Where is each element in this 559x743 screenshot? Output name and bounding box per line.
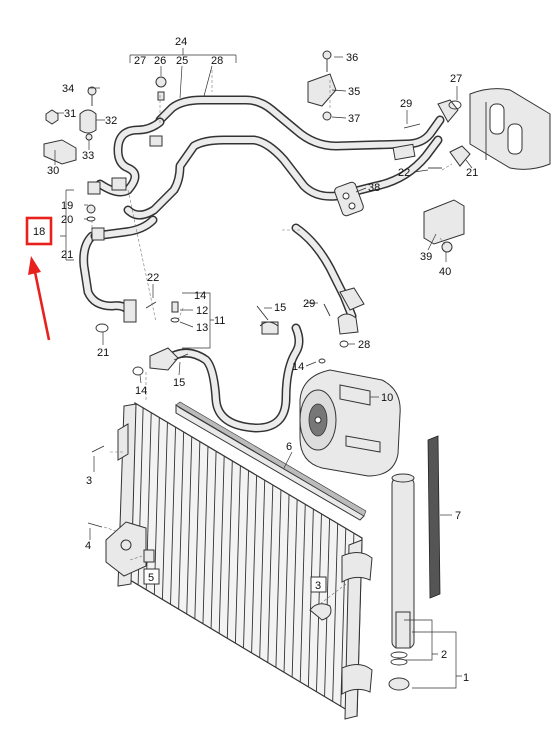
callout-15: 15 xyxy=(274,302,286,314)
callout-14: 14 xyxy=(194,290,206,302)
condenser-fin xyxy=(170,427,176,605)
callout-14: 14 xyxy=(292,361,304,373)
callout-27: 27 xyxy=(134,55,146,67)
condenser-fin xyxy=(283,494,290,673)
condenser xyxy=(105,401,373,720)
callout-22: 22 xyxy=(398,167,410,179)
condenser-fin xyxy=(243,470,249,649)
seal-strip-vertical xyxy=(427,435,441,599)
callout-1: 1 xyxy=(463,672,469,684)
callout-33: 33 xyxy=(82,150,94,162)
callout-38: 38 xyxy=(368,182,380,194)
callout-21: 21 xyxy=(97,347,109,359)
callout-3: 3 xyxy=(86,475,92,487)
condenser-fin xyxy=(275,489,282,668)
callout-14: 14 xyxy=(135,385,147,397)
condenser-fin xyxy=(186,436,193,615)
callout-6: 6 xyxy=(286,441,292,453)
callout-5: 5 xyxy=(148,572,154,584)
condenser-fin xyxy=(202,446,209,624)
condenser-fin xyxy=(267,484,274,663)
highlight-arrow xyxy=(28,256,51,341)
condenser-fin xyxy=(226,460,233,639)
callout-11: 11 xyxy=(214,315,225,327)
callout-13: 13 xyxy=(196,322,208,334)
callout-32: 32 xyxy=(105,115,117,127)
callout-22: 22 xyxy=(147,272,159,284)
callout-10: 10 xyxy=(381,392,393,404)
condenser-fin xyxy=(178,431,185,610)
callout-3: 3 xyxy=(315,580,321,592)
callout-12: 12 xyxy=(196,305,208,317)
condenser-fin xyxy=(153,417,160,595)
condenser-fin xyxy=(316,513,322,692)
fittings xyxy=(43,73,471,371)
callout-28: 28 xyxy=(358,339,370,351)
callout-24: 24 xyxy=(175,36,187,48)
highlight-box xyxy=(25,216,53,246)
callout-35: 35 xyxy=(348,86,360,98)
callout-39: 39 xyxy=(420,251,432,263)
callout-15: 15 xyxy=(173,377,185,389)
callout-7: 7 xyxy=(455,510,461,522)
callout-28: 28 xyxy=(211,55,223,67)
refrigerant-lines xyxy=(79,95,445,433)
assembly-lines xyxy=(91,70,453,605)
callout-25: 25 xyxy=(176,55,188,67)
condenser-fin xyxy=(259,480,266,658)
seal-strip xyxy=(175,404,365,521)
fasteners xyxy=(45,50,462,621)
leader-lines xyxy=(54,48,473,689)
condenser-fin xyxy=(251,475,258,653)
compressor xyxy=(299,369,401,477)
callout-4: 4 xyxy=(85,540,91,552)
callout-labels: 1 2 3 3 4 5 6 7 10 11 12 13 14 14 14 15 … xyxy=(33,36,478,684)
condenser-fin xyxy=(307,509,314,687)
callout-21: 21 xyxy=(61,249,73,261)
callout-frame-3 xyxy=(310,576,327,593)
dryer-cartridge xyxy=(388,473,415,691)
callout-37: 37 xyxy=(348,113,360,125)
callout-29: 29 xyxy=(400,98,412,110)
condenser-fin xyxy=(194,441,201,619)
condenser-fin xyxy=(161,422,168,600)
callout-31: 31 xyxy=(64,108,76,120)
condenser-fin xyxy=(299,504,306,683)
callout-40: 40 xyxy=(439,266,451,278)
callout-26: 26 xyxy=(154,55,166,67)
condenser-fin xyxy=(332,523,339,702)
condenser-fin xyxy=(234,465,241,644)
callout-36: 36 xyxy=(346,52,358,64)
seal-strip xyxy=(175,401,367,517)
condenser-fin xyxy=(218,456,225,634)
callout-34: 34 xyxy=(62,83,74,95)
callout-30: 30 xyxy=(47,165,59,177)
callout-18: 18 xyxy=(33,226,45,238)
callout-29: 29 xyxy=(303,298,315,310)
callout-frame-5 xyxy=(143,568,160,585)
callout-21: 21 xyxy=(466,167,478,179)
callout-20: 20 xyxy=(61,214,73,226)
firewall-connection xyxy=(469,88,551,170)
callout-27: 27 xyxy=(450,73,462,85)
condenser-fin xyxy=(291,499,298,678)
callout-19: 19 xyxy=(61,200,73,212)
callout-2: 2 xyxy=(441,649,447,661)
condenser-fin xyxy=(210,451,217,629)
